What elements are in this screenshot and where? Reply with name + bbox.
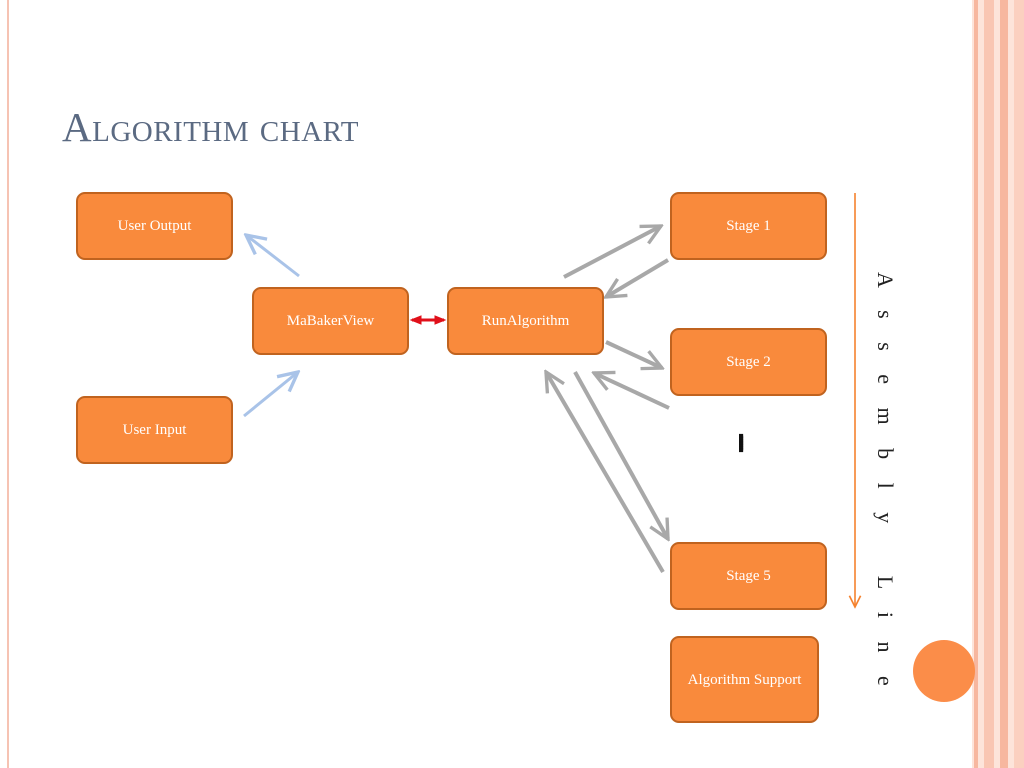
stage2-box: Stage 2 (670, 328, 827, 396)
mabakerview-label: MaBakerView (286, 313, 375, 329)
arrow-stage1-to-runalgorithm (606, 258, 670, 297)
stage5-label: Stage 5 (726, 568, 771, 584)
user-output-label: User Output (117, 218, 192, 234)
user-input-label: User Input (122, 422, 187, 438)
stage5-box: Stage 5 (670, 542, 827, 610)
arrow-runalgorithm-to-stage2 (605, 340, 662, 368)
arrow-stage5-to-runalgorithm (546, 372, 665, 574)
arrow-runalgorithm-to-stage1 (563, 224, 661, 279)
runalgorithm-label: RunAlgorithm (481, 313, 570, 329)
user-output-box: User Output (76, 192, 233, 260)
runalgorithm-box: RunAlgorithm (447, 287, 604, 355)
algorithm-support-box: Algorithm Support (670, 636, 819, 723)
user-input-box: User Input (76, 396, 233, 464)
right-decorative-stripes (972, 0, 1024, 768)
stage1-label: Stage 1 (726, 218, 771, 234)
assembly-line-label: A s s e m b l y L i n e (873, 272, 898, 695)
slide-title: Algorithm chart (62, 104, 359, 150)
arrow-mabakerview-to-user-output (246, 235, 300, 278)
arrow-stage2-to-runalgorithm (594, 373, 670, 410)
decorative-circle (913, 640, 975, 702)
left-border-line (7, 0, 9, 768)
mabakerview-box: MaBakerView (252, 287, 409, 355)
stage1-box: Stage 1 (670, 192, 827, 260)
arrow-runalgorithm-to-stage5 (573, 371, 668, 539)
algorithm-support-label: Algorithm Support (687, 671, 802, 688)
stages-ellipsis: ......... (736, 432, 760, 449)
stage2-label: Stage 2 (726, 354, 771, 370)
arrow-user-input-to-mabakerview (243, 372, 298, 418)
